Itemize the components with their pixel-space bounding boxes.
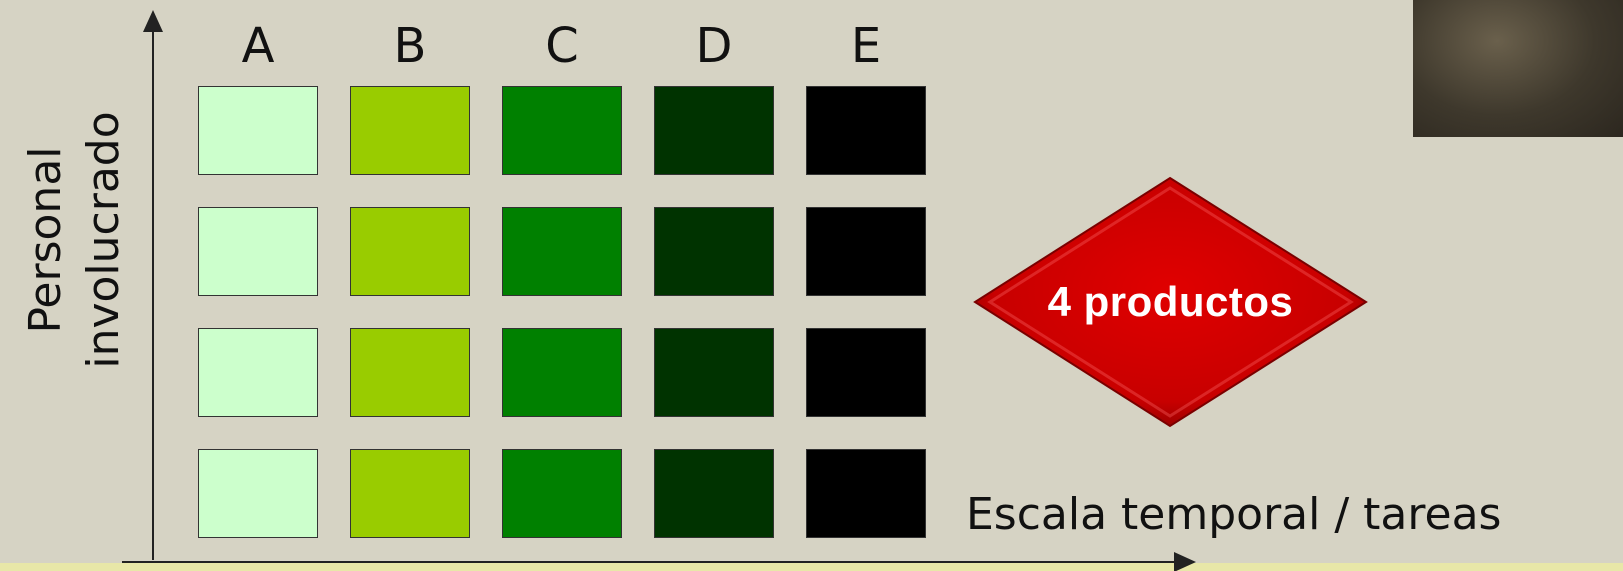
y-axis-arrowhead [143, 10, 163, 32]
column-header-b: B [349, 18, 471, 74]
block-a-1 [198, 86, 318, 175]
block-c-2 [502, 207, 622, 296]
block-a-4 [198, 449, 318, 538]
column-header-a: A [197, 18, 319, 74]
column-header-e: E [805, 18, 927, 74]
photo-thumbnail [1413, 0, 1623, 137]
x-axis-label: Escala temporal / tareas [966, 490, 1501, 540]
block-a-2 [198, 207, 318, 296]
products-badge-label: 4 productos [973, 176, 1368, 428]
block-e-2 [806, 207, 926, 296]
products-badge: 4 productos [973, 176, 1368, 428]
column-header-d: D [653, 18, 775, 74]
block-b-1 [350, 86, 470, 175]
block-e-1 [806, 86, 926, 175]
block-d-1 [654, 86, 774, 175]
block-c-1 [502, 86, 622, 175]
block-d-3 [654, 328, 774, 417]
block-c-3 [502, 328, 622, 417]
block-d-4 [654, 449, 774, 538]
block-c-4 [502, 449, 622, 538]
block-b-4 [350, 449, 470, 538]
block-b-3 [350, 328, 470, 417]
y-axis-label: Personal involucrado [17, 111, 133, 368]
column-header-c: C [501, 18, 623, 74]
block-a-3 [198, 328, 318, 417]
block-e-3 [806, 328, 926, 417]
y-axis-label-line-2: involucrado [75, 111, 133, 368]
x-axis-arrowhead [1174, 552, 1196, 571]
block-e-4 [806, 449, 926, 538]
block-b-2 [350, 207, 470, 296]
block-d-2 [654, 207, 774, 296]
y-axis-label-line-1: Personal [17, 111, 75, 368]
